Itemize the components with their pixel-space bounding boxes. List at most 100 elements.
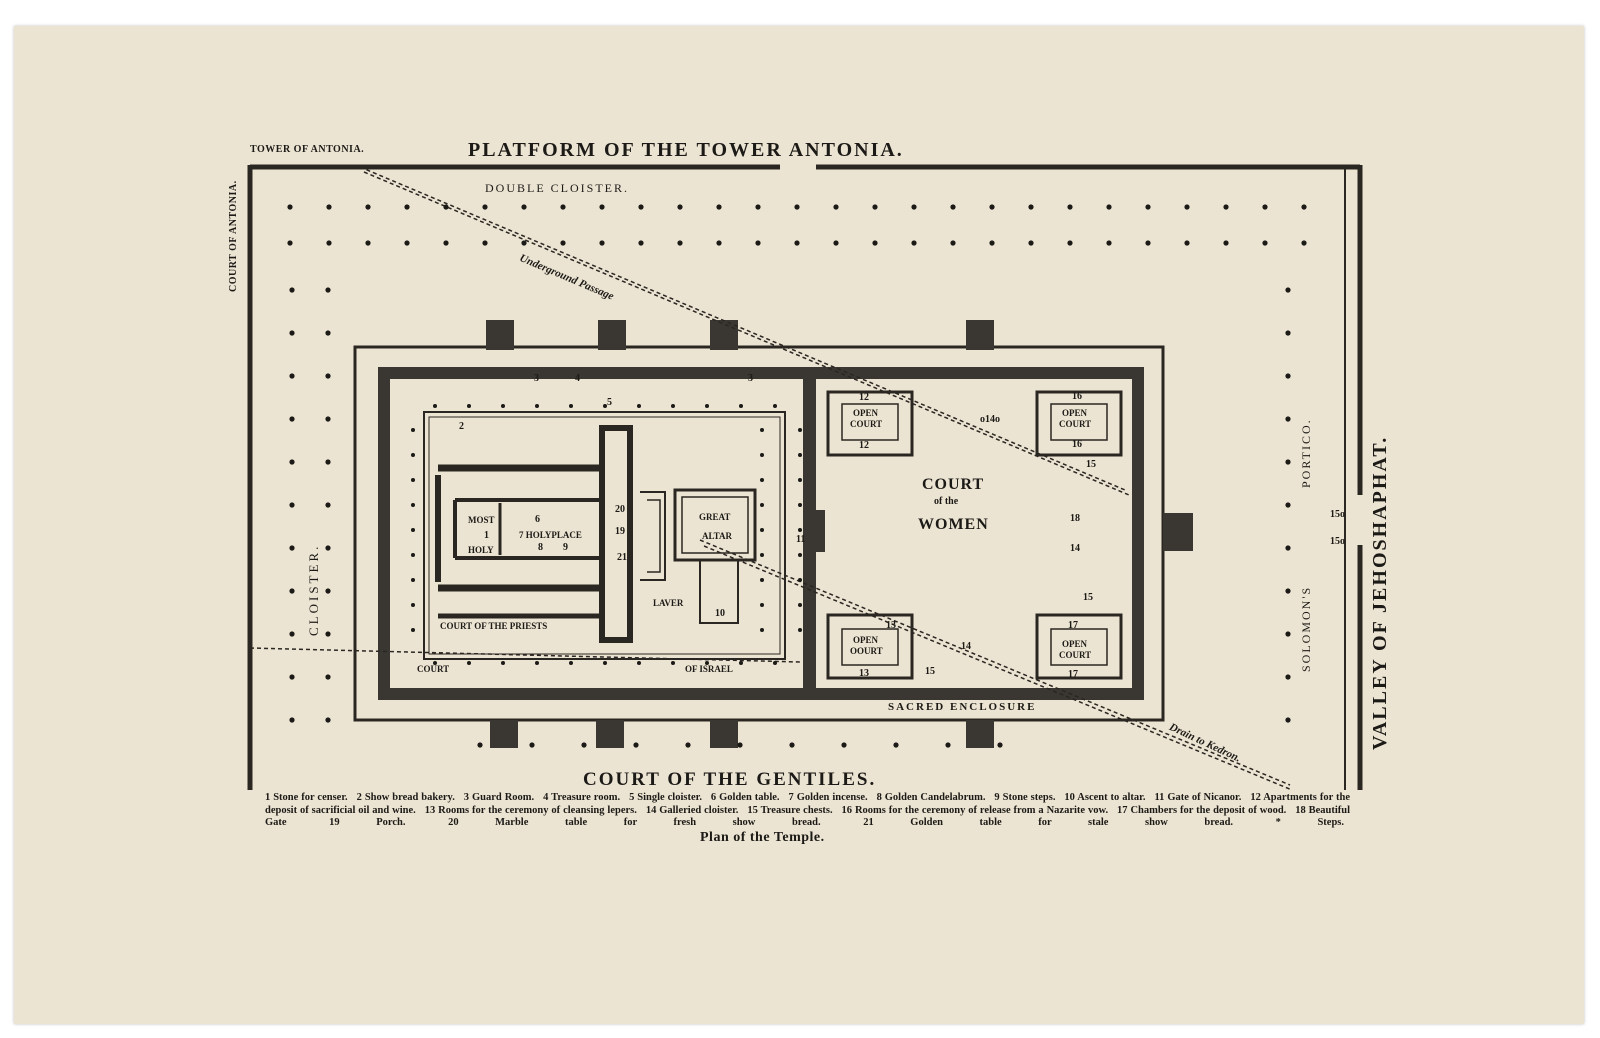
open-court-se-1: OPEN <box>1062 639 1088 649</box>
column-dot <box>997 742 1003 748</box>
legend-entry: 11 Gate of Nicanor. <box>1154 792 1242 803</box>
column-dot <box>798 428 802 432</box>
column-dot <box>872 204 878 210</box>
court-women-1: COURT <box>922 476 985 493</box>
column-dot <box>789 742 795 748</box>
column-dot <box>798 603 802 607</box>
column-dot <box>289 330 295 336</box>
column-dot <box>1285 373 1291 379</box>
column-dot <box>737 742 743 748</box>
column-dot <box>535 404 539 408</box>
column-dot <box>289 545 295 551</box>
column-dot <box>411 603 415 607</box>
great-altar-2: ALTAR <box>702 531 733 541</box>
sacred-enclosure-walls <box>353 345 1165 722</box>
column-dot <box>760 603 764 607</box>
legend: 1 Stone for censer. 2 Show bread bakery.… <box>265 792 1350 830</box>
column-dot <box>569 404 573 408</box>
column-dot <box>1285 502 1291 508</box>
legend-entry: 18 Beautiful Gate <box>265 804 1351 829</box>
column-dot <box>599 240 605 246</box>
laver-label: LAVER <box>653 598 684 608</box>
column-dot <box>798 628 802 632</box>
inner-sanctuary <box>435 425 757 643</box>
column-dot <box>325 545 331 551</box>
valley-label: VALLEY OF JEHOSHAPHAT. <box>1369 435 1391 750</box>
court-women-3: WOMEN <box>918 516 989 533</box>
column-dot <box>325 674 331 680</box>
column-dot <box>1285 717 1291 723</box>
column-dot <box>325 588 331 594</box>
num-4: 4 <box>575 373 580 384</box>
column-dot <box>833 240 839 246</box>
num-3b: 3 <box>748 373 753 384</box>
column-dot <box>760 453 764 457</box>
column-dot <box>560 240 566 246</box>
column-dot <box>521 240 527 246</box>
column-dot <box>1223 240 1229 246</box>
column-dot <box>289 631 295 637</box>
column-dot <box>760 528 764 532</box>
column-dot <box>798 528 802 532</box>
solomons-label: SOLOMON'S <box>1299 585 1313 672</box>
legend-entry: 20 Marble table for fresh show bread. <box>448 817 821 828</box>
legend-entry: 2 Show bread bakery. <box>356 792 455 803</box>
column-dot <box>950 204 956 210</box>
open-courts <box>826 390 1123 680</box>
column-dot <box>833 204 839 210</box>
column-dot <box>1301 240 1307 246</box>
column-dot <box>433 661 437 665</box>
column-dot <box>581 742 587 748</box>
column-dot <box>638 240 644 246</box>
legend-entry: 4 Treasure room. <box>543 792 621 803</box>
column-dot <box>289 459 295 465</box>
gates <box>486 320 1193 748</box>
outer-wall <box>247 164 1363 790</box>
column-dot <box>773 661 777 665</box>
column-dot <box>637 404 641 408</box>
double-cloister-label: DOUBLE CLOISTER. <box>485 181 629 195</box>
column-dot <box>411 528 415 532</box>
column-dot <box>365 204 371 210</box>
column-dot <box>798 553 802 557</box>
column-dot <box>893 742 899 748</box>
column-dot <box>467 404 471 408</box>
column-dot <box>872 240 878 246</box>
open-court-ne-1: OPEN <box>1062 408 1088 418</box>
column-dot <box>411 428 415 432</box>
column-dot <box>535 661 539 665</box>
column-dot <box>326 204 332 210</box>
column-dot <box>325 459 331 465</box>
num-10: 10 <box>715 608 725 619</box>
column-dot <box>599 204 605 210</box>
great-altar-1: GREAT <box>699 512 731 522</box>
column-dot <box>1285 631 1291 637</box>
column-dot <box>411 578 415 582</box>
cloister-label: CLOISTER. <box>306 543 321 636</box>
column-dot <box>603 404 607 408</box>
legend-entry: 17 Chambers for the deposit of wood. <box>1117 804 1287 816</box>
column-dot <box>760 628 764 632</box>
column-dot <box>989 204 995 210</box>
num-3a: 3 <box>534 373 539 384</box>
column-dot <box>325 631 331 637</box>
column-dot <box>411 503 415 507</box>
legend-entry: 16 Rooms for the ceremony of release fro… <box>841 804 1109 816</box>
column-dot <box>705 404 709 408</box>
legend-entry: 7 Golden incense. <box>788 792 868 803</box>
column-dot <box>705 661 709 665</box>
column-dot <box>404 240 410 246</box>
column-dot <box>677 240 683 246</box>
column-dot <box>1145 204 1151 210</box>
legend-entry: 10 Ascent to altar. <box>1064 792 1146 803</box>
column-dot <box>289 588 295 594</box>
column-dot <box>289 502 295 508</box>
legend-entry: 13 Rooms for the ceremony of cleansing l… <box>424 804 637 816</box>
sacred-enclosure-label: SACRED ENCLOSURE <box>888 701 1037 713</box>
column-dot <box>1262 204 1268 210</box>
column-dot <box>755 240 761 246</box>
column-dot <box>521 204 527 210</box>
column-dot <box>1285 588 1291 594</box>
column-dot <box>950 240 956 246</box>
